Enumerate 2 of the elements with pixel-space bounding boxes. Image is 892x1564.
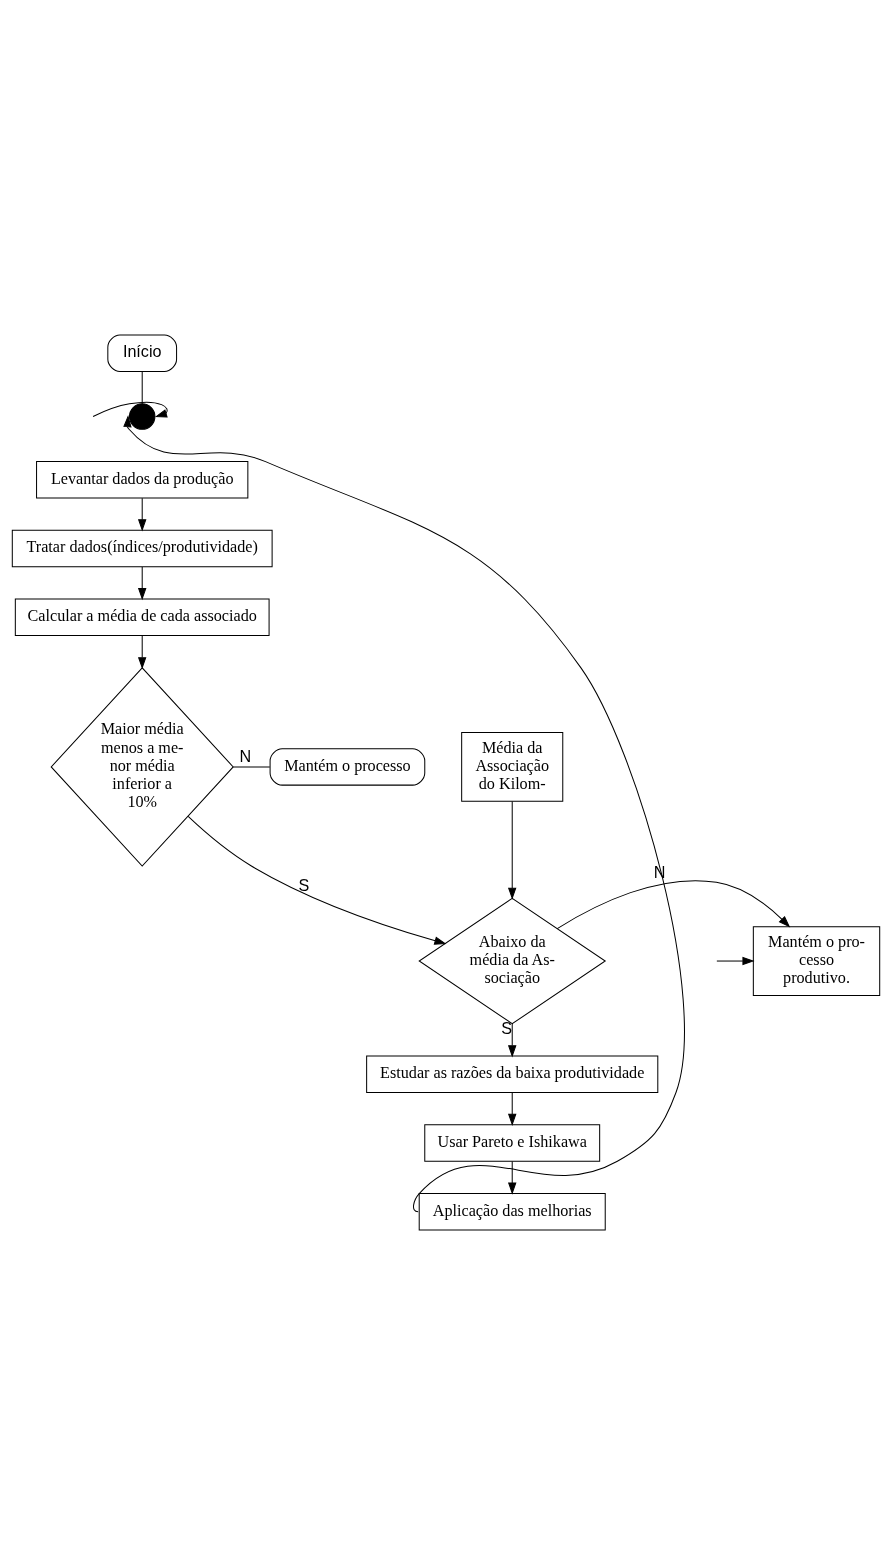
edge-label: N [239,746,252,765]
edge-label: S [298,875,310,894]
